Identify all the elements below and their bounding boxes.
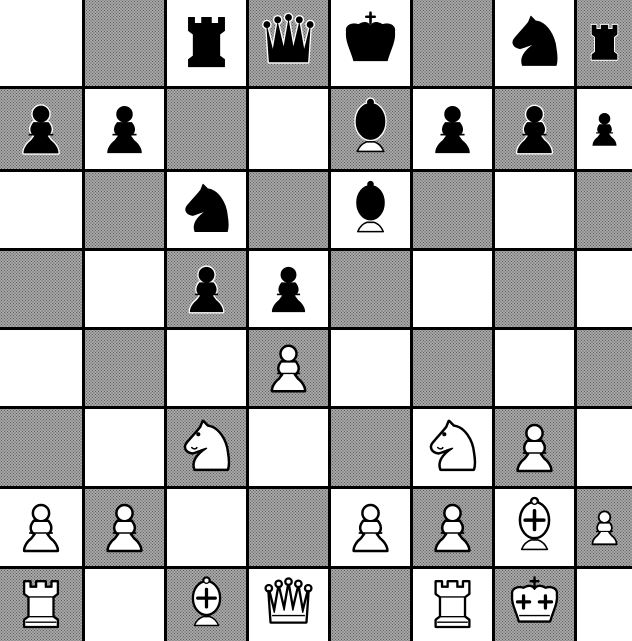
square-c1[interactable]: .accent{fill:none;stroke:#000000;stroke-… xyxy=(167,569,246,641)
square-h1[interactable] xyxy=(577,569,632,641)
square-f5[interactable] xyxy=(413,251,492,327)
square-a8[interactable] xyxy=(0,0,82,86)
square-c8[interactable]: .accent{fill:none;stroke:#ffffff;stroke-… xyxy=(167,0,246,86)
square-e4[interactable] xyxy=(331,330,410,406)
square-a6[interactable] xyxy=(0,172,82,248)
square-f6[interactable] xyxy=(413,172,492,248)
square-a7[interactable]: .accent{fill:none;stroke:#ffffff;stroke-… xyxy=(0,89,82,169)
square-g1[interactable]: .accent{fill:none;stroke:#000000;stroke-… xyxy=(495,569,574,641)
square-b3[interactable] xyxy=(85,409,164,486)
square-a2[interactable]: .accent{fill:none;stroke:#000000;stroke-… xyxy=(0,489,82,566)
square-e2[interactable]: .accent{fill:none;stroke:#000000;stroke-… xyxy=(331,489,410,566)
black-pawn-icon[interactable]: .accent{fill:none;stroke:#ffffff;stroke-… xyxy=(0,89,82,169)
black-bishop-icon[interactable]: .accent{fill:none;stroke:#ffffff;stroke-… xyxy=(331,89,410,169)
white-pawn-icon[interactable]: .accent{fill:none;stroke:#000000;stroke-… xyxy=(495,409,574,486)
black-rook-icon[interactable]: .accent{fill:none;stroke:#ffffff;stroke-… xyxy=(577,0,632,86)
white-knight-icon[interactable]: .accent{fill:none;stroke:#000000;stroke-… xyxy=(413,409,492,486)
black-queen-icon[interactable]: .accent{fill:none;stroke:#ffffff;stroke-… xyxy=(249,0,328,86)
square-f2[interactable]: .accent{fill:none;stroke:#000000;stroke-… xyxy=(413,489,492,566)
square-d8[interactable]: .accent{fill:none;stroke:#ffffff;stroke-… xyxy=(249,0,328,86)
square-e6[interactable]: .accent{fill:none;stroke:#ffffff;stroke-… xyxy=(331,172,410,248)
square-b7[interactable]: .accent{fill:none;stroke:#ffffff;stroke-… xyxy=(85,89,164,169)
square-f3[interactable]: .accent{fill:none;stroke:#000000;stroke-… xyxy=(413,409,492,486)
square-d7[interactable] xyxy=(249,89,328,169)
square-g5[interactable] xyxy=(495,251,574,327)
square-h8[interactable]: .accent{fill:none;stroke:#ffffff;stroke-… xyxy=(577,0,632,86)
square-f1[interactable]: .accent{fill:none;stroke:#000000;stroke-… xyxy=(413,569,492,641)
white-pawn-icon[interactable]: .accent{fill:none;stroke:#000000;stroke-… xyxy=(413,489,492,566)
square-d3[interactable] xyxy=(249,409,328,486)
square-g6[interactable] xyxy=(495,172,574,248)
square-e8[interactable]: .accent{fill:none;stroke:#ffffff;stroke-… xyxy=(331,0,410,86)
black-pawn-icon[interactable]: .accent{fill:none;stroke:#ffffff;stroke-… xyxy=(577,89,632,169)
black-pawn-icon[interactable]: .accent{fill:none;stroke:#ffffff;stroke-… xyxy=(413,89,492,169)
square-c6[interactable]: .accent{fill:none;stroke:#ffffff;stroke-… xyxy=(167,172,246,248)
square-c5[interactable]: .accent{fill:none;stroke:#ffffff;stroke-… xyxy=(167,251,246,327)
white-pawn-icon[interactable]: .accent{fill:none;stroke:#000000;stroke-… xyxy=(577,489,632,566)
square-b8[interactable] xyxy=(85,0,164,86)
black-rook-icon[interactable]: .accent{fill:none;stroke:#ffffff;stroke-… xyxy=(167,0,246,86)
square-h5[interactable] xyxy=(577,251,632,327)
square-h2[interactable]: .accent{fill:none;stroke:#000000;stroke-… xyxy=(577,489,632,566)
square-c2[interactable] xyxy=(167,489,246,566)
black-pawn-icon[interactable]: .accent{fill:none;stroke:#ffffff;stroke-… xyxy=(495,89,574,169)
square-a3[interactable] xyxy=(0,409,82,486)
square-b6[interactable] xyxy=(85,172,164,248)
square-f4[interactable] xyxy=(413,330,492,406)
black-pawn-icon[interactable]: .accent{fill:none;stroke:#ffffff;stroke-… xyxy=(167,251,246,327)
white-queen-icon[interactable]: .accent{fill:none;stroke:#000000;stroke-… xyxy=(249,569,328,641)
white-rook-icon[interactable]: .accent{fill:none;stroke:#000000;stroke-… xyxy=(0,569,82,641)
square-e5[interactable] xyxy=(331,251,410,327)
square-b4[interactable] xyxy=(85,330,164,406)
white-knight-icon[interactable]: .accent{fill:none;stroke:#000000;stroke-… xyxy=(167,409,246,486)
square-b1[interactable] xyxy=(85,569,164,641)
white-pawn-icon[interactable]: .accent{fill:none;stroke:#000000;stroke-… xyxy=(85,489,164,566)
square-d4[interactable]: .accent{fill:none;stroke:#000000;stroke-… xyxy=(249,330,328,406)
square-c4[interactable] xyxy=(167,330,246,406)
square-e7[interactable]: .accent{fill:none;stroke:#ffffff;stroke-… xyxy=(331,89,410,169)
square-h6[interactable] xyxy=(577,172,632,248)
black-knight-icon[interactable]: .accent{fill:none;stroke:#ffffff;stroke-… xyxy=(495,0,574,86)
square-e3[interactable] xyxy=(331,409,410,486)
square-g8[interactable]: .accent{fill:none;stroke:#ffffff;stroke-… xyxy=(495,0,574,86)
black-knight-icon[interactable]: .accent{fill:none;stroke:#ffffff;stroke-… xyxy=(167,172,246,248)
square-a1[interactable]: .accent{fill:none;stroke:#000000;stroke-… xyxy=(0,569,82,641)
square-a4[interactable] xyxy=(0,330,82,406)
white-pawn-icon[interactable]: .accent{fill:none;stroke:#000000;stroke-… xyxy=(331,489,410,566)
square-d1[interactable]: .accent{fill:none;stroke:#000000;stroke-… xyxy=(249,569,328,641)
white-rook-icon[interactable]: .accent{fill:none;stroke:#000000;stroke-… xyxy=(413,569,492,641)
square-d6[interactable] xyxy=(249,172,328,248)
square-d2[interactable] xyxy=(249,489,328,566)
square-d5[interactable]: .accent{fill:none;stroke:#ffffff;stroke-… xyxy=(249,251,328,327)
white-pawn-icon[interactable]: .accent{fill:none;stroke:#000000;stroke-… xyxy=(0,489,82,566)
white-king-icon[interactable]: .accent{fill:none;stroke:#000000;stroke-… xyxy=(495,569,574,641)
square-g2[interactable]: .accent{fill:none;stroke:#000000;stroke-… xyxy=(495,489,574,566)
white-pawn-icon[interactable]: .accent{fill:none;stroke:#000000;stroke-… xyxy=(249,330,328,406)
square-e1[interactable] xyxy=(331,569,410,641)
square-g3[interactable]: .accent{fill:none;stroke:#000000;stroke-… xyxy=(495,409,574,486)
square-h4[interactable] xyxy=(577,330,632,406)
square-g7[interactable]: .accent{fill:none;stroke:#ffffff;stroke-… xyxy=(495,89,574,169)
black-pawn-icon[interactable]: .accent{fill:none;stroke:#ffffff;stroke-… xyxy=(85,89,164,169)
square-f7[interactable]: .accent{fill:none;stroke:#ffffff;stroke-… xyxy=(413,89,492,169)
square-b5[interactable] xyxy=(85,251,164,327)
black-bishop-icon[interactable]: .accent{fill:none;stroke:#ffffff;stroke-… xyxy=(331,172,410,248)
white-bishop-icon[interactable]: .accent{fill:none;stroke:#000000;stroke-… xyxy=(167,569,246,641)
square-g4[interactable] xyxy=(495,330,574,406)
square-c3[interactable]: .accent{fill:none;stroke:#000000;stroke-… xyxy=(167,409,246,486)
square-b2[interactable]: .accent{fill:none;stroke:#000000;stroke-… xyxy=(85,489,164,566)
square-c7[interactable] xyxy=(167,89,246,169)
black-pawn-icon[interactable]: .accent{fill:none;stroke:#ffffff;stroke-… xyxy=(249,251,328,327)
square-a5[interactable] xyxy=(0,251,82,327)
square-h7[interactable]: .accent{fill:none;stroke:#ffffff;stroke-… xyxy=(577,89,632,169)
square-f8[interactable] xyxy=(413,0,492,86)
white-bishop-icon[interactable]: .accent{fill:none;stroke:#000000;stroke-… xyxy=(495,489,574,566)
square-h3[interactable] xyxy=(577,409,632,486)
black-king-icon[interactable]: .accent{fill:none;stroke:#ffffff;stroke-… xyxy=(331,0,410,86)
